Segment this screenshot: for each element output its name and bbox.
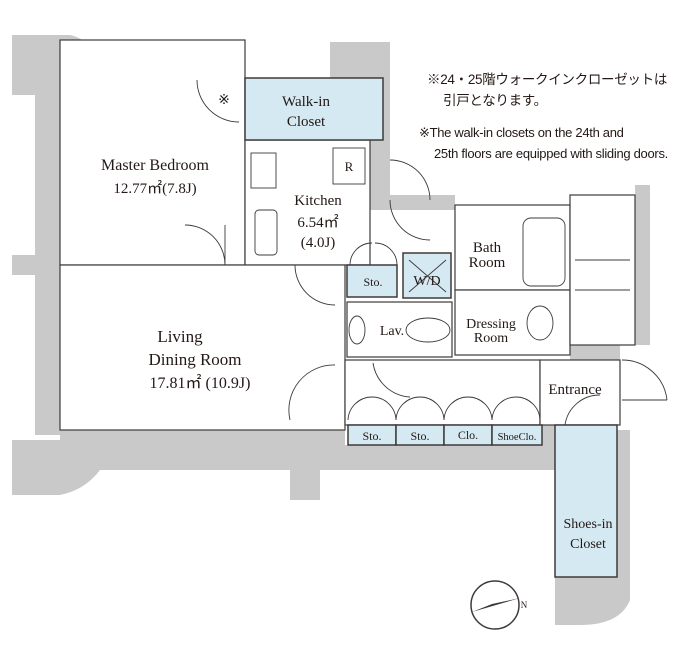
storage-row-label: Sto. [362, 429, 381, 443]
dressing-room [454, 289, 571, 356]
fridge-label: R [345, 159, 354, 174]
compass-north-label: N [521, 600, 528, 610]
entrance-label: Entrance [548, 382, 602, 398]
note-japanese: ※24・25階ウォークインクローゼットは 引戸となります。 [427, 69, 667, 111]
storage-shelves [569, 194, 636, 346]
storage-upper-label: Sto. [363, 275, 382, 289]
walk-in-closet [244, 77, 384, 141]
note-en-line-2: 25th floors are equipped with sliding do… [434, 146, 668, 161]
storage-row-label: Clo. [458, 428, 478, 442]
kitchen-area: 6.54㎡ [297, 214, 338, 231]
bath-label-2: Room [469, 255, 506, 271]
entrance [539, 359, 621, 426]
sink-icon [254, 209, 278, 256]
storage-row-label: Sto. [410, 429, 429, 443]
living-area: 17.81㎡ (10.9J) [150, 374, 251, 392]
note-ja-line-1: ※24・25階ウォークインクローゼットは [427, 72, 668, 87]
hallway [344, 359, 541, 426]
living-label-1: Living [157, 327, 203, 346]
north-compass-icon: N [470, 580, 528, 630]
master-bedroom-area: 12.77㎡(7.8J) [113, 180, 196, 197]
dressing-label-1: Dressing [466, 317, 516, 332]
living-dining-room [59, 264, 346, 431]
dressing-label-2: Room [474, 331, 508, 346]
fridge [332, 147, 366, 185]
walk-in-closet-label-1: Walk-in [282, 94, 330, 110]
lavatory [346, 301, 453, 358]
storage-row-label: ShoeClo. [498, 432, 537, 443]
wd-label: W/D [413, 274, 440, 289]
lav-label: Lav. [380, 324, 404, 339]
shoes-closet-label-2: Closet [570, 537, 606, 552]
stove-icon [250, 152, 277, 189]
bath-label-1: Bath [473, 240, 502, 256]
kitchen-label: Kitchen [294, 193, 342, 209]
shoes-in-closet [554, 424, 618, 578]
bathtub [522, 217, 566, 287]
bedroom-mark: ※ [218, 93, 230, 108]
walk-in-closet-label-2: Closet [287, 114, 326, 130]
master-bedroom [59, 39, 246, 266]
bath-room [454, 204, 571, 291]
note-ja-line-2: 引戸となります。 [443, 93, 547, 108]
storage-upper [346, 264, 398, 298]
master-bedroom-label: Master Bedroom [101, 157, 210, 174]
note-english: ※The walk-in closets on the 24th and 25t… [419, 122, 668, 164]
shoes-closet-label-1: Shoes-in [564, 517, 613, 532]
living-label-2: Dining Room [148, 350, 241, 369]
kitchen-jo: (4.0J) [301, 235, 336, 251]
note-en-line-1: ※The walk-in closets on the 24th and [419, 125, 624, 140]
